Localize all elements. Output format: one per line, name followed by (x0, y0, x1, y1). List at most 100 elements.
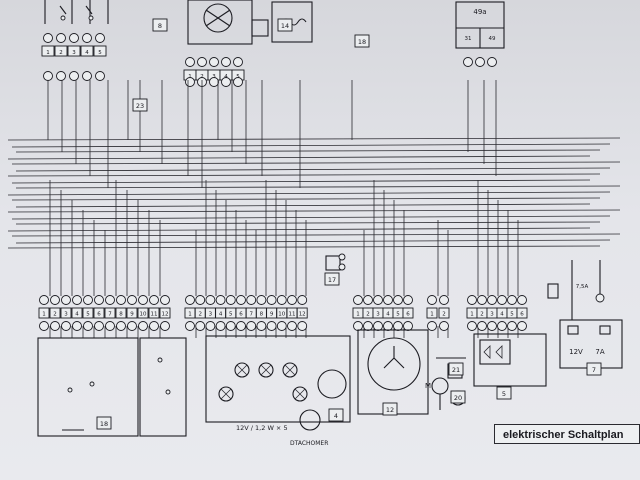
component-number-box (448, 362, 464, 376)
strip-number: 11 (289, 312, 296, 318)
strip-terminal-top (383, 295, 393, 305)
strip-number-box (438, 307, 450, 319)
strip-number-box (516, 307, 528, 319)
strip-number: 10 (140, 312, 147, 318)
strip-terminal-bottom (72, 321, 82, 331)
strip-terminal-top (439, 295, 449, 305)
strip-number-box (148, 307, 160, 319)
harness-wire (11, 197, 601, 201)
strip-terminal-bottom (439, 321, 449, 331)
strip-number-box (126, 307, 138, 319)
strip-terminal-top (61, 295, 71, 305)
strip-terminal-bottom (276, 321, 287, 331)
component-number: 21 (452, 366, 460, 374)
harness-wire (15, 221, 601, 225)
harness-wire (15, 203, 591, 208)
strip-number: 3 (64, 312, 68, 318)
strip-terminal-bottom (116, 321, 126, 331)
strip-terminal-bottom (517, 321, 527, 331)
upper-terminal-number: 4 (85, 50, 89, 56)
strip-number: 3 (376, 312, 380, 318)
strip-number-box (104, 307, 116, 319)
strip-number: 4 (500, 312, 504, 318)
diagram-title: elektrischer Schaltplan (494, 424, 640, 444)
upper-terminal-lower (233, 77, 243, 87)
upper-terminal-lower (209, 77, 219, 87)
harness-wire (7, 137, 621, 141)
strip-number-box (115, 307, 127, 319)
harness-wire (15, 185, 621, 189)
strip-terminal-top (50, 295, 60, 305)
harness-wire (7, 245, 601, 249)
strip-number: 7 (249, 312, 253, 318)
rectifier-regulator (473, 333, 547, 387)
strip-terminal-bottom (467, 321, 477, 331)
strip-terminal-top (487, 295, 497, 305)
upper-terminal-number-box (54, 45, 68, 57)
strip-number: 4 (75, 312, 79, 318)
wiring-drops (47, 80, 519, 338)
handlebar-switch-left (37, 337, 187, 437)
strip-number: 2 (366, 312, 370, 318)
harness-wire (11, 233, 621, 237)
upper-terminal-number: 1 (188, 74, 192, 80)
strip-terminal-bottom (256, 321, 267, 331)
strip-terminal-top (393, 295, 403, 305)
strip-number: 6 (520, 312, 524, 318)
strip-terminal-top (517, 295, 527, 305)
strip-terminal-top (276, 295, 287, 305)
upper-terminal-lower (221, 77, 231, 87)
strip-terminal-bottom (246, 321, 257, 331)
strip-terminal-bottom (287, 321, 297, 331)
flasher-relay-box (455, 1, 505, 49)
battery (559, 319, 623, 369)
strip-number-box (82, 307, 94, 319)
strip-terminal-top (256, 295, 267, 305)
upper-terminal-lower (95, 71, 105, 81)
upper-terminal (463, 57, 473, 67)
strip-terminal-top (72, 295, 82, 305)
component-number-box (152, 18, 168, 32)
tachometer-label: DTACHOMER (290, 440, 329, 447)
strip-terminal-top (160, 295, 170, 305)
battery-capacity: 7A (595, 348, 604, 356)
strip-number-box (402, 307, 414, 319)
strip-number: 7 (108, 312, 112, 318)
component-number-box (496, 386, 512, 400)
strip-terminal-bottom (160, 321, 170, 331)
upper-terminal-lower (56, 71, 66, 81)
upper-terminal (56, 33, 66, 43)
strip-number: 6 (239, 312, 243, 318)
strip-terminal-bottom (236, 321, 246, 331)
strip-terminal-top (127, 295, 137, 305)
battery-voltage: 12V (569, 348, 583, 356)
upper-terminal (43, 33, 53, 43)
strip-terminal-top (195, 295, 206, 305)
harness-wire (11, 215, 611, 220)
bulb-rating-note: 12V / 1,2 W × 5 (236, 424, 288, 432)
component-number-box (328, 408, 344, 422)
strip-terminal-top (403, 295, 413, 305)
relay-terminal-label: 31 (465, 36, 472, 42)
upper-terminal (82, 33, 92, 43)
strip-number: 2 (198, 312, 202, 318)
strip-terminal-top (39, 295, 49, 305)
strip-number: 2 (53, 312, 57, 318)
component-number: 5 (502, 390, 506, 398)
strip-terminal-bottom (149, 321, 159, 331)
strip-number: 5 (396, 312, 400, 318)
strip-number: 2 (442, 312, 446, 318)
strip-terminal-top (373, 295, 383, 305)
strip-number-box (137, 307, 149, 319)
strip-terminal-bottom (215, 321, 226, 331)
component-number-box (277, 18, 293, 32)
strip-number: 12 (162, 312, 169, 318)
harness-wire (11, 179, 591, 184)
upper-terminal-number: 5 (236, 74, 240, 80)
switch-block-top-left (44, 0, 109, 24)
strip-terminal-bottom (94, 321, 104, 331)
relay-label: 49a (473, 8, 486, 16)
strip-number-box (159, 307, 171, 319)
strip-terminal-top (94, 295, 104, 305)
